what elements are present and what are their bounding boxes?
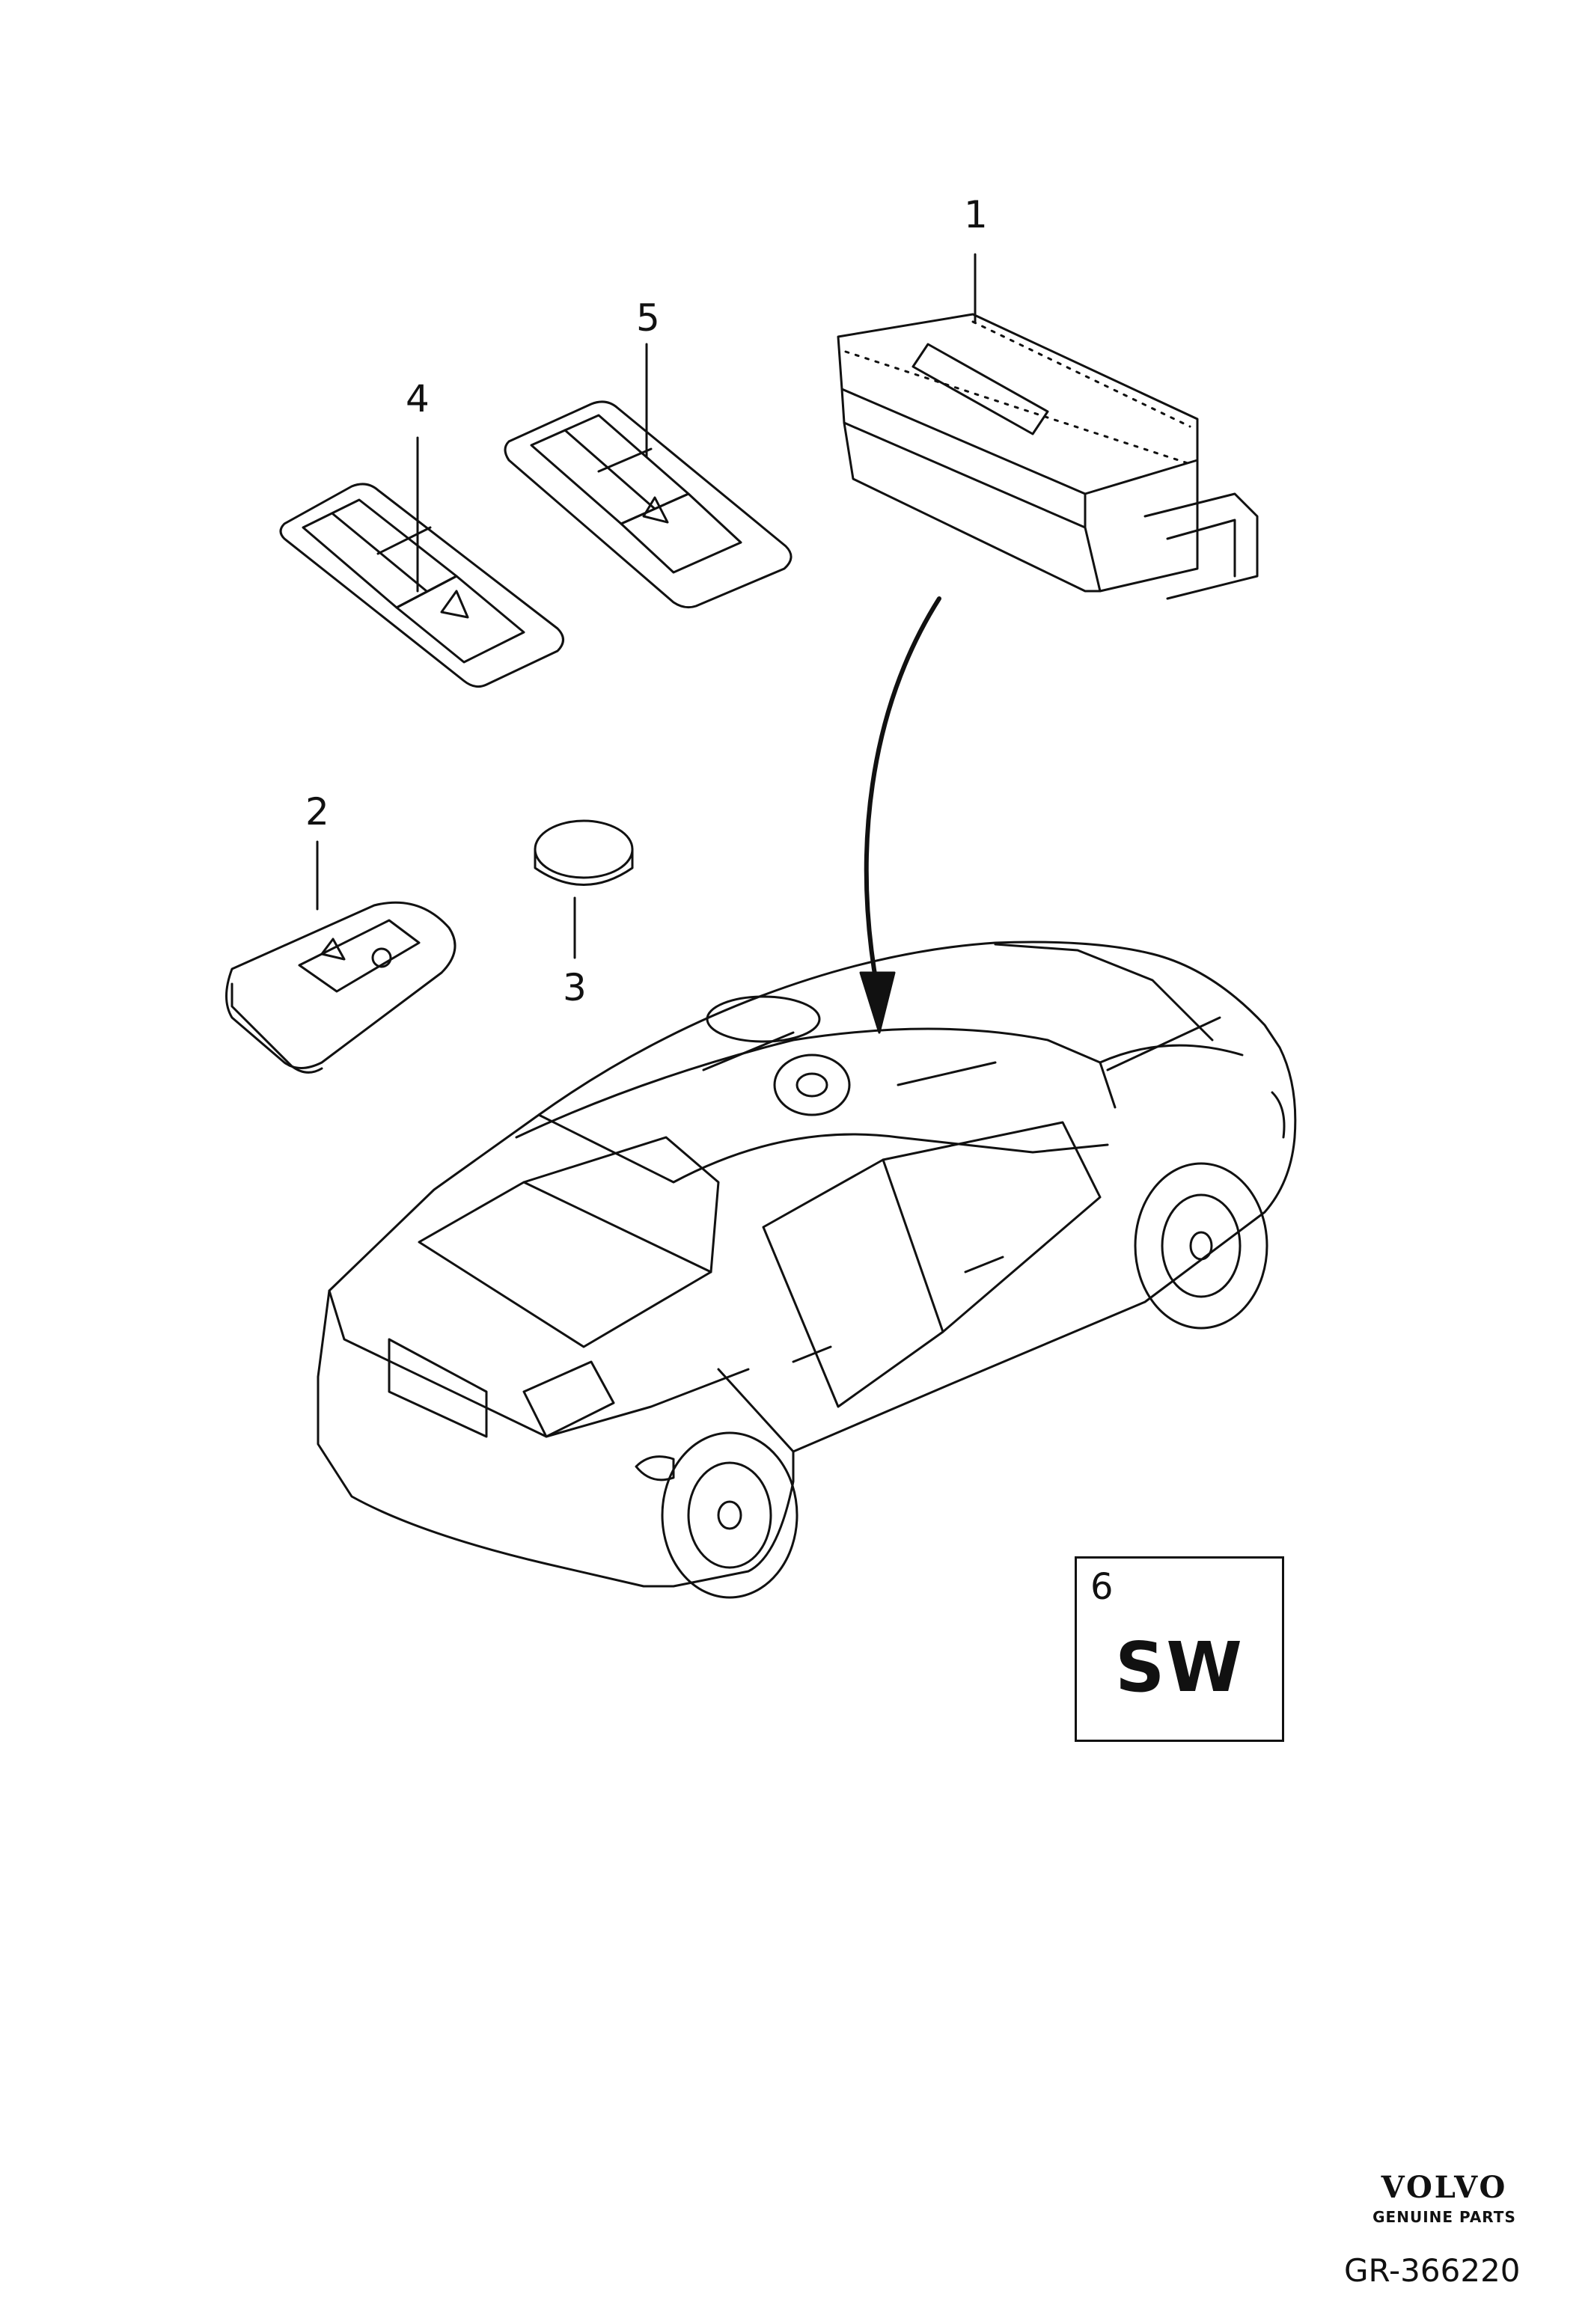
coin-battery-part-3 [534, 819, 634, 959]
software-box-part-6: 6 SW [1075, 1556, 1284, 1742]
control-module-part-1 [837, 253, 1259, 600]
sw-box-number: 6 [1090, 1566, 1114, 1608]
key-fob-part-2 [225, 840, 456, 1074]
volvo-logo-text: VOLVO [1381, 2170, 1508, 2205]
key-remote-part-5 [504, 343, 793, 609]
brand-logo: VOLVO GENUINE PARTS [1355, 2170, 1534, 2226]
callout-4: 4 [406, 377, 430, 421]
diagram-reference: GR-366220 [1344, 2252, 1521, 2289]
car-illustration [317, 941, 1297, 1599]
sw-box-label: SW [1115, 1627, 1244, 1707]
callout-5: 5 [636, 296, 660, 340]
callout-3: 3 [563, 966, 587, 1009]
callout-1: 1 [964, 193, 988, 236]
key-remote-part-4 [279, 436, 564, 688]
genuine-parts-text: GENUINE PARTS [1372, 2208, 1516, 2226]
pointer-arrow [859, 596, 941, 1034]
callout-2: 2 [305, 790, 329, 834]
